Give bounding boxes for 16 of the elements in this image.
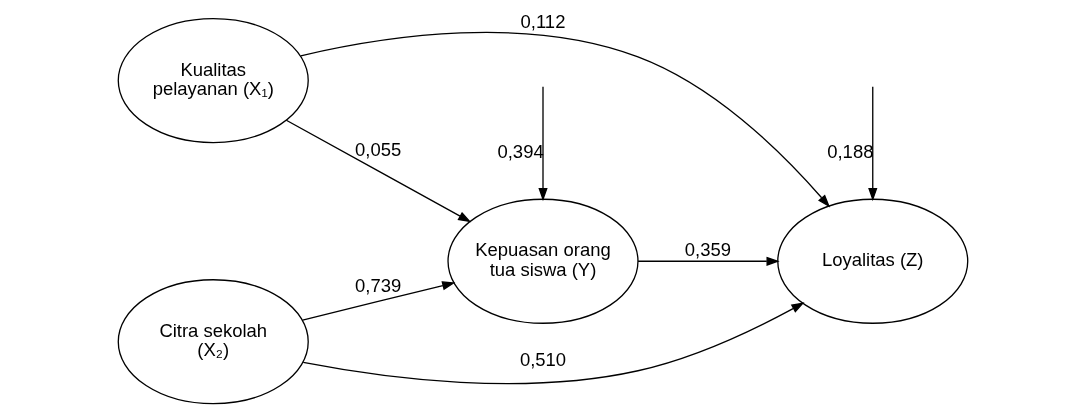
node-ellipse: Kepuasan orang tua siswa (Y) (447, 198, 639, 324)
node-ellipse: Citra sekolah (X₂) (117, 279, 309, 405)
edge-label: 0,510 (519, 348, 567, 370)
arrow (285, 119, 472, 223)
edge-label: 0,112 (520, 11, 566, 33)
arrow (538, 86, 548, 202)
edge-label: 0,739 (355, 274, 402, 296)
arrow (302, 281, 456, 321)
edge-label: 0,359 (684, 239, 731, 261)
arrow (302, 302, 805, 385)
node-ellipse: Loyalitas (Z) (777, 198, 969, 324)
arrow (868, 86, 878, 202)
node-ellipse: Kualitas pelayanan (X₁) (117, 17, 309, 144)
edge-label: 0,055 (355, 139, 402, 160)
arrow (300, 31, 831, 208)
arrow (637, 256, 780, 266)
